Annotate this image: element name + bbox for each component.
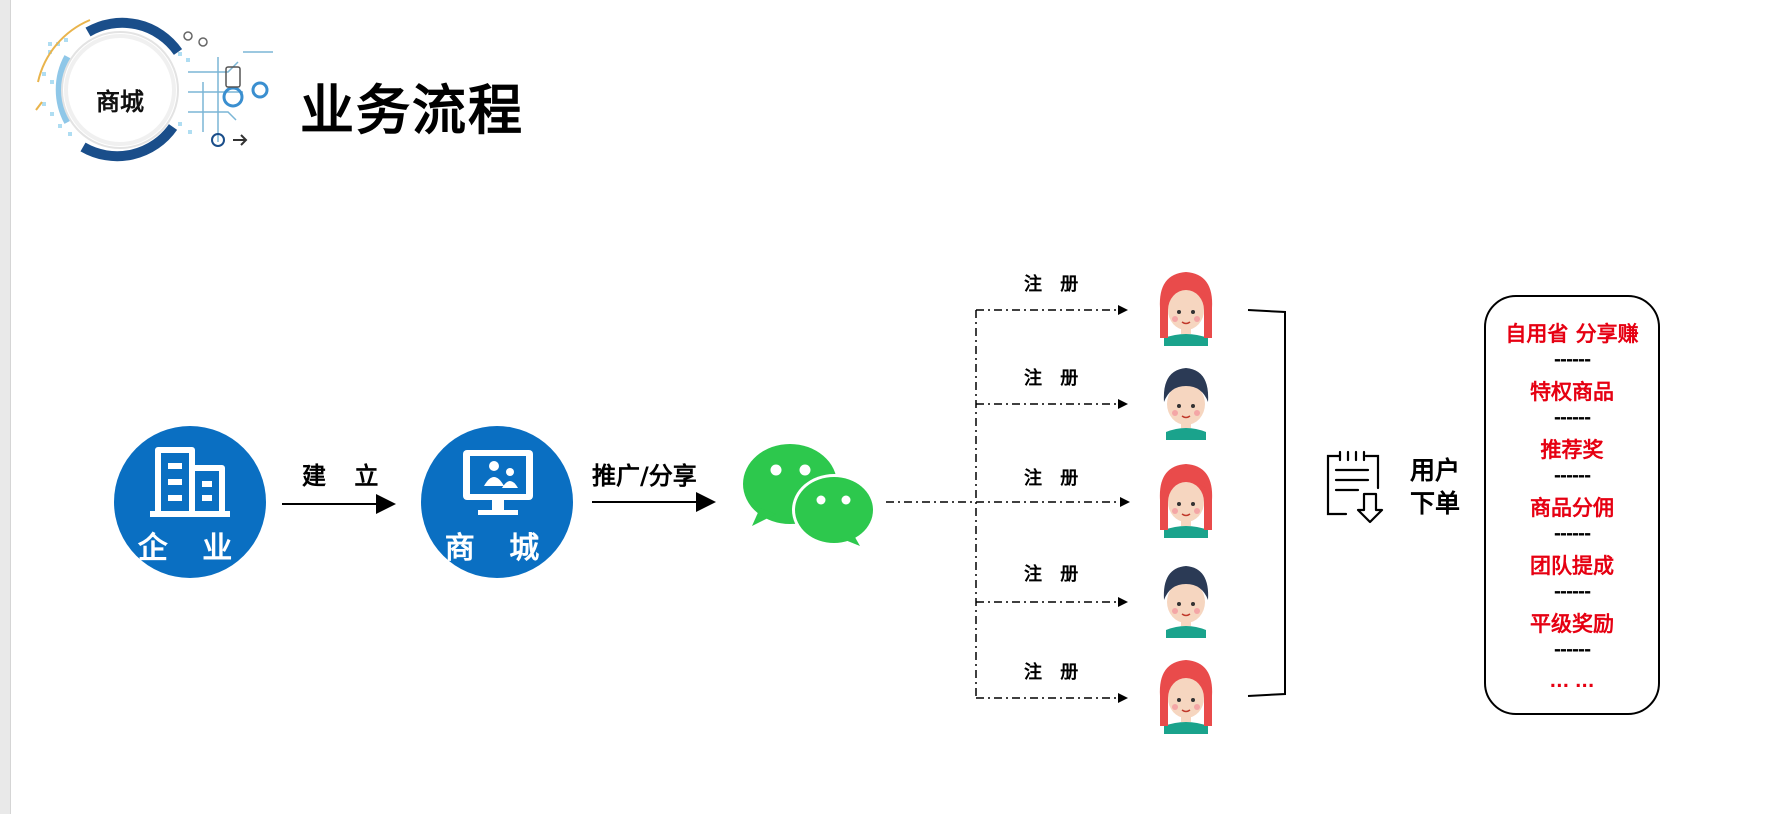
register-branches (886, 309, 1120, 699)
page-title: 业务流程 (300, 79, 524, 142)
user-avatar-female (1159, 272, 1213, 346)
enterprise-node (114, 426, 266, 578)
badge-text: 商城 (96, 88, 144, 116)
reward-item: 推荐奖 (1540, 438, 1604, 462)
reward-item-more: ... ... (1549, 672, 1595, 692)
mall-node (421, 426, 573, 578)
reward-separator: ------ (1553, 350, 1591, 370)
reward-separator: ------ (1553, 408, 1591, 428)
register-label: 注 册 (1024, 368, 1085, 389)
register-label: 注 册 (1024, 662, 1085, 683)
promote-share-label: 推广/分享 (592, 462, 697, 490)
reward-separator: ------ (1553, 640, 1591, 660)
user-order-line2: 下单 (1410, 489, 1461, 518)
reward-item: 特权商品 (1530, 380, 1614, 404)
branch-arrowheads (1118, 305, 1130, 703)
build-label: 建 立 (302, 462, 389, 490)
reward-item: 平级奖励 (1530, 612, 1614, 636)
reward-list: 自用省 分享赚 ------ 特权商品 ------ 推荐奖 ------ 商品… (1484, 320, 1660, 697)
wechat-icon (743, 444, 876, 546)
register-label: 注 册 (1024, 274, 1085, 295)
monitor-people-icon (463, 450, 533, 515)
reward-separator: ------ (1553, 524, 1591, 544)
clipboard-download-icon (1326, 450, 1384, 524)
building-icon (150, 447, 230, 517)
reward-separator: ------ (1553, 582, 1591, 602)
user-avatar-female (1159, 660, 1213, 734)
user-avatar-male (1163, 566, 1209, 638)
reward-separator: ------ (1553, 466, 1591, 486)
reward-item: 自用省 分享赚 (1505, 322, 1639, 346)
mall-badge-graphic (35, 17, 273, 162)
reward-item: 商品分佣 (1530, 496, 1614, 520)
page-left-border (0, 0, 11, 814)
reward-box (1484, 295, 1660, 715)
user-avatar-male (1163, 368, 1209, 440)
enterprise-label: 企 业 (137, 531, 245, 566)
users-bracket (1247, 309, 1286, 697)
user-avatar-female (1159, 464, 1213, 538)
user-order-line1: 用户 (1410, 456, 1461, 485)
user-order-label: 用户 下单 (1410, 454, 1470, 520)
register-label: 注 册 (1024, 564, 1085, 585)
mall-label: 商 城 (444, 531, 552, 566)
register-label: 注 册 (1024, 468, 1085, 489)
reward-item: 团队提成 (1530, 554, 1614, 578)
